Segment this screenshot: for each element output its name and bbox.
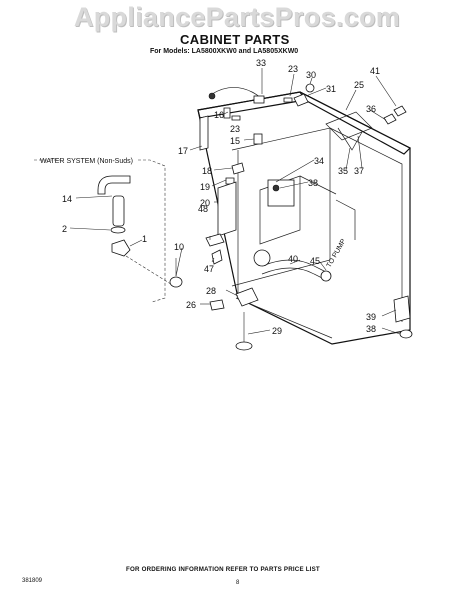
watermark: AppliancePartsPros.com	[73, 2, 401, 32]
part-label-29: 29	[272, 326, 282, 336]
document-code: 381809	[22, 578, 43, 584]
fitting-part	[169, 276, 183, 288]
washer-part	[110, 226, 126, 234]
part-label-35: 35	[338, 166, 348, 176]
diagram-subtitle: For Models: LA5800XKW0 and LA5805XKW0	[150, 48, 299, 55]
part-label-15: 15	[230, 136, 240, 146]
diagram-title: CABINET PARTS	[180, 32, 290, 47]
leveling-leg-part	[235, 341, 253, 351]
inlet-hose-part	[97, 175, 131, 195]
part-label-18: 18	[202, 166, 212, 176]
inset-title: WATER SYSTEM (Non-Suds)	[40, 158, 133, 165]
control-part	[267, 179, 295, 207]
flow-label: TO PUMP	[326, 238, 348, 269]
part-label-1: 1	[142, 234, 147, 244]
part-label-14: 14	[62, 194, 72, 204]
valve-part	[111, 239, 131, 257]
cabinet-body	[197, 91, 412, 345]
bracket-part	[199, 115, 209, 151]
part-label-40: 40	[288, 254, 298, 264]
part-label-33: 34	[314, 156, 324, 166]
part-label-36: 36	[366, 104, 376, 114]
water-system-inset: WATER SYSTEM (Non-Suds)	[34, 158, 175, 303]
part-label-10: 10	[174, 242, 184, 252]
part-label-47: 47	[204, 264, 214, 274]
part-label-34: 37	[354, 166, 364, 176]
part-label-28: 28	[206, 286, 216, 296]
part-label-37: 38	[308, 178, 318, 188]
rear-bracket-part	[393, 295, 411, 323]
panel-part	[217, 181, 237, 237]
part-label-48: 48	[198, 204, 208, 214]
part-label-32: 33	[256, 58, 266, 68]
part-label-19: 19	[200, 182, 210, 192]
part-number-labels: 33 23 30 31 41 25 36 16 23 15 17 18 19 3…	[62, 58, 380, 336]
part-label-23: 23	[230, 124, 240, 134]
drain-hose-part	[261, 259, 327, 273]
part-label-38: 38	[366, 324, 376, 334]
cabinet-parts	[169, 83, 413, 351]
part-label-26: 26	[186, 300, 196, 310]
part-label-23-top: 23	[288, 64, 298, 74]
page-number: 8	[236, 580, 240, 586]
part-label-30: 30	[306, 70, 316, 80]
part-label-39: 39	[366, 312, 376, 322]
part-label-2: 2	[62, 224, 67, 234]
part-label-25: 25	[354, 80, 364, 90]
part-label-20: 20	[200, 198, 210, 208]
ordering-footer: FOR ORDERING INFORMATION REFER TO PARTS …	[126, 566, 320, 573]
part-label-45: 45	[310, 256, 320, 266]
part-label-31: 31	[326, 84, 336, 94]
leader-lines	[69, 68, 401, 335]
part-label-16: 16	[214, 110, 224, 120]
part-label-41: 41	[370, 66, 380, 76]
motor-mount-part	[235, 287, 259, 307]
hose-part	[112, 195, 125, 227]
part-label-17: 17	[178, 146, 188, 156]
